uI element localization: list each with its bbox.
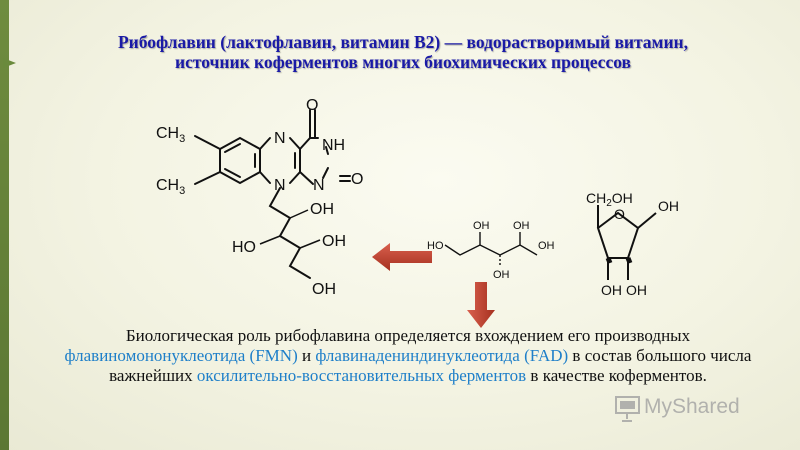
presentation-icon — [615, 396, 640, 422]
fad-term: флавинадениндинуклеотида (FAD) — [315, 346, 569, 365]
arrow-down-icon — [467, 282, 495, 328]
ribose-structure: CH2OH O OH OH OH — [586, 190, 679, 298]
ribose-oh-bl: OH — [601, 282, 622, 298]
title-main: Рибофлавин (лактофлавин, витамин В2) — [117, 32, 441, 52]
slide-title: Рибофлавин (лактофлавин, витамин В2) — в… — [108, 32, 698, 72]
fmn-term: флавиномононуклеотида (FMN) — [64, 346, 298, 365]
body-part3: в качестве коферментов. — [526, 366, 707, 385]
ribitol-oh-right: OH — [538, 240, 555, 252]
riboflavin-structure: CH3 CH3 N N N NH O O OH HO OH OH — [156, 98, 363, 298]
ribose-ch2-label: CH2OH — [586, 190, 633, 209]
title-dash: — — [440, 32, 467, 52]
ch3-top-label: CH3 — [156, 125, 185, 145]
ch3-bottom-label: CH3 — [156, 177, 185, 197]
oh2-label: OH — [322, 233, 346, 250]
body-part1: Биологическая роль рибофлавина определяе… — [125, 326, 691, 345]
n3-label: N — [313, 177, 325, 194]
watermark-text: MyShared — [644, 395, 740, 418]
oh3-label: OH — [312, 281, 336, 298]
deco-arrow-icon — [3, 58, 16, 68]
body-paragraph: Биологическая роль рибофлавина определяе… — [38, 326, 778, 386]
ho-label: HO — [232, 239, 256, 256]
ribose-oh-right: OH — [658, 198, 679, 214]
arrow-left-icon — [372, 243, 432, 271]
ribitol-oh-top1: OH — [473, 220, 490, 232]
oh1-label: OH — [310, 201, 334, 218]
ribitol-structure: HO OH OH OH OH — [427, 220, 555, 281]
o-top-label: O — [306, 98, 318, 114]
enzymes-term: оксилительно-восстановительных ферментов — [196, 366, 527, 385]
left-accent-bar — [0, 0, 9, 450]
body-and: и — [297, 346, 316, 365]
o-right-label: O — [351, 171, 363, 188]
body-part2: в состав большого числа важнейших — [109, 346, 752, 385]
ribose-ring-o-label: O — [614, 206, 625, 222]
n1-label: N — [274, 130, 286, 147]
title-rest: водорастворимый витамин, источник коферм… — [175, 32, 689, 72]
ribose-oh-br: OH — [626, 282, 647, 298]
watermark: MyShared — [614, 392, 779, 426]
ribitol-oh-top2: OH — [513, 220, 530, 232]
n2-label: N — [274, 177, 286, 194]
ribitol-oh-bottom: OH — [493, 269, 510, 281]
nh-label: NH — [322, 137, 345, 154]
ribitol-ho-label: HO — [427, 240, 444, 252]
